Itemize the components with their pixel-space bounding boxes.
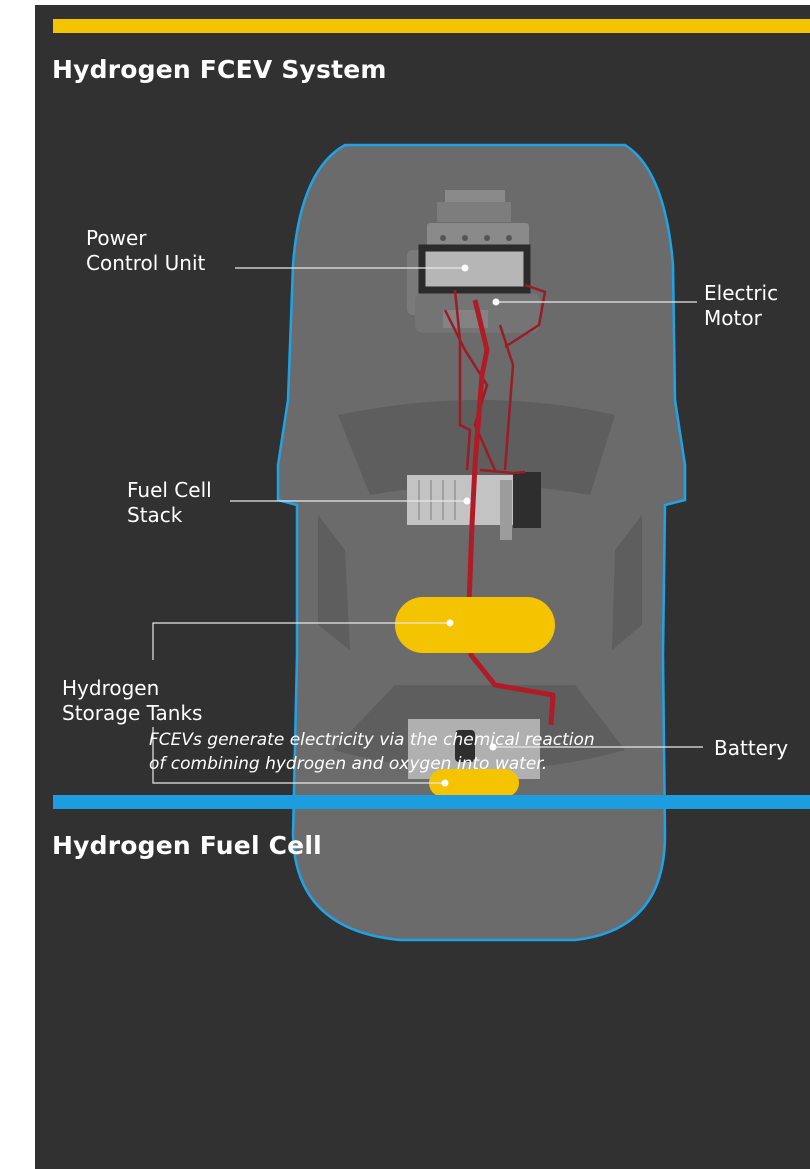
side-window-left	[318, 515, 350, 650]
section-title: Hydrogen Fuel Cell	[52, 831, 322, 860]
hydrogen-tank-large	[395, 597, 555, 653]
wiring	[443, 283, 547, 475]
side-window-right	[612, 515, 642, 650]
label-line: Motor	[704, 306, 762, 330]
hydrogen-tank-small	[429, 769, 519, 797]
label-line: Storage Tanks	[62, 701, 203, 725]
fcev-diagram	[152, 143, 703, 942]
label-hydrogen-storage-tanks: Hydrogen Storage Tanks	[62, 676, 202, 726]
label-line: Electric	[704, 281, 779, 305]
label-fuel-cell-stack: Fuel Cell Stack	[127, 478, 212, 528]
infographic-panel: Hydrogen FCEV System	[35, 5, 810, 1169]
page-title: Hydrogen FCEV System	[52, 55, 387, 84]
label-electric-motor: Electric Motor	[704, 281, 778, 331]
battery-terminal	[455, 730, 475, 762]
top-accent-bar	[53, 19, 810, 33]
leader-lines	[152, 267, 703, 784]
fuel-cell-stack	[407, 472, 541, 540]
label-line: Control Unit	[86, 251, 206, 275]
label-line: Battery	[714, 736, 789, 760]
label-battery: Battery	[714, 736, 788, 761]
leader-dots	[441, 264, 500, 787]
caption-line: of combining hydrogen and oxygen into wa…	[149, 754, 548, 774]
diagram-caption: FCEVs generate electricity via the chemi…	[149, 728, 769, 776]
label-line: Power	[86, 226, 147, 250]
label-power-control-unit: Power Control Unit	[86, 226, 205, 276]
main-power-line	[466, 299, 556, 726]
electric-motor-assembly	[407, 190, 540, 333]
section-accent-bar	[53, 795, 810, 809]
caption-line: FCEVs generate electricity via the chemi…	[149, 730, 595, 750]
label-line: Hydrogen	[62, 676, 160, 700]
label-line: Stack	[127, 503, 183, 527]
power-control-unit-box	[418, 244, 531, 294]
label-line: Fuel Cell	[127, 478, 212, 502]
